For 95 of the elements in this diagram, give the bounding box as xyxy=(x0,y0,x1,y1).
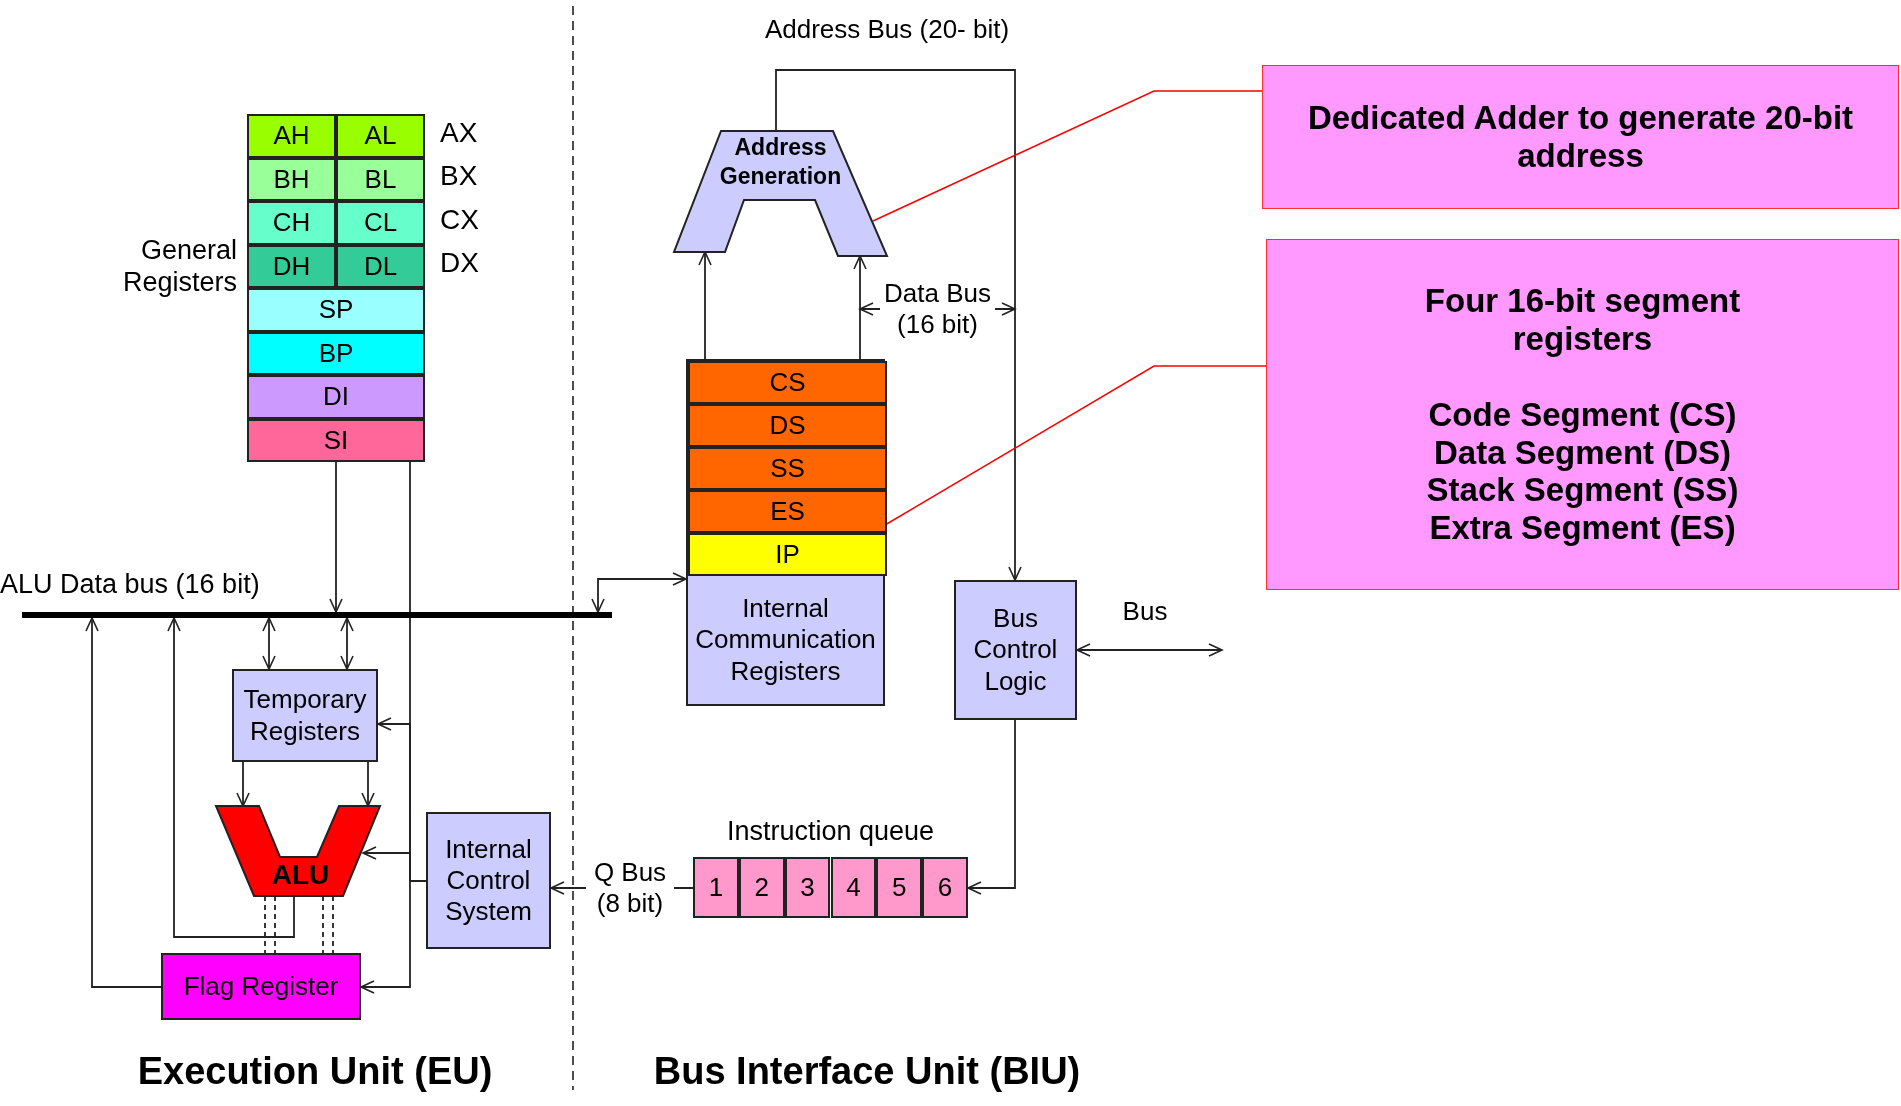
process-box xyxy=(686,574,885,706)
register-cell xyxy=(336,157,425,201)
box-label: DS xyxy=(769,409,806,442)
arrow xyxy=(236,761,250,807)
box-label: DL xyxy=(363,250,398,282)
register-cell xyxy=(688,404,887,447)
callout-text: Extra Segment (ES) xyxy=(1429,509,1736,548)
register-cell xyxy=(247,244,336,288)
arrow xyxy=(967,719,1016,895)
callout-text: Stack Segment (SS) xyxy=(1426,471,1739,510)
box-label: Address Generation xyxy=(718,133,843,191)
section-label: General Registers xyxy=(121,234,237,299)
address-generation-shape xyxy=(674,131,887,256)
process-box xyxy=(232,669,378,762)
box-label: 5 xyxy=(892,871,907,904)
box-label: 2 xyxy=(754,871,769,904)
dashed-line-pair xyxy=(264,895,276,954)
queue-cell xyxy=(876,857,923,918)
callout-text: Code Segment (CS) xyxy=(1428,395,1737,434)
arrow xyxy=(361,761,375,807)
section-label: Instruction queue xyxy=(725,815,936,848)
arrow xyxy=(853,255,867,360)
box-label: Temporary Registers xyxy=(242,684,368,747)
box-label: Internal Control System xyxy=(444,833,533,928)
box-label: Internal Communication Registers xyxy=(694,593,877,687)
register-cell xyxy=(247,375,425,419)
arrow xyxy=(698,251,712,360)
box-label: CS xyxy=(769,366,806,399)
arrow xyxy=(85,617,162,988)
arrow xyxy=(1076,643,1223,657)
box-label: BP xyxy=(318,337,354,369)
queue-cell xyxy=(784,857,831,918)
arrow xyxy=(360,880,427,994)
register-cell xyxy=(336,244,425,288)
queue-cell xyxy=(738,857,785,918)
arrow xyxy=(262,617,276,670)
segment-register-stack xyxy=(686,359,885,574)
register-cell xyxy=(247,114,336,158)
box-label: SS xyxy=(770,452,805,485)
box-label: SP xyxy=(318,294,354,326)
register-cell xyxy=(688,447,887,490)
box-label: IP xyxy=(775,538,800,571)
register-cell xyxy=(247,201,336,245)
alu-shape xyxy=(216,806,380,896)
register-pair-label: DX xyxy=(440,247,479,279)
box-label: CL xyxy=(363,207,398,239)
register-cell xyxy=(688,490,887,533)
box-label: Flag Register xyxy=(183,970,339,1003)
leader-line xyxy=(872,90,1263,222)
arrow xyxy=(167,617,295,938)
queue-cell xyxy=(693,857,739,918)
box-label: CH xyxy=(272,207,311,239)
arrow xyxy=(340,617,354,670)
box-label: AL xyxy=(364,120,397,152)
register-cell xyxy=(336,114,425,158)
callout-box xyxy=(1266,239,1899,590)
box-label: 4 xyxy=(846,871,861,904)
callout-text: Four 16-bit segment registers xyxy=(1423,281,1742,358)
box-label: BH xyxy=(273,163,310,195)
process-box xyxy=(426,812,551,949)
process-box xyxy=(161,953,361,1020)
box-label: BL xyxy=(364,163,397,195)
arrow xyxy=(591,572,687,613)
register-cell xyxy=(247,418,425,462)
box-label: ES xyxy=(770,495,805,528)
box-label: 6 xyxy=(937,871,953,904)
callout-box xyxy=(1262,65,1899,209)
box-label: DH xyxy=(272,250,311,282)
box-label: AH xyxy=(273,120,310,152)
process-box xyxy=(954,580,1077,720)
register-cell xyxy=(336,201,425,245)
arrow xyxy=(775,69,1022,581)
register-cell xyxy=(688,533,887,576)
box-label: SI xyxy=(323,424,349,456)
section-title: Execution Unit (EU) xyxy=(136,1050,494,1093)
callout-text: Data Segment (DS) xyxy=(1433,433,1732,472)
box-label: 3 xyxy=(800,871,815,904)
register-pair-label: CX xyxy=(440,204,479,236)
register-cell xyxy=(688,361,887,404)
section-title: Bus Interface Unit (BIU) xyxy=(652,1050,1082,1093)
box-label: ALU xyxy=(270,858,331,892)
dashed-line-pair xyxy=(322,895,334,954)
queue-cell xyxy=(830,857,877,918)
box-label: DI xyxy=(323,381,349,413)
callout-text: Dedicated Adder to generate 20-bit address xyxy=(1306,99,1855,175)
box-label: Bus Control Logic xyxy=(972,603,1059,697)
register-pair-label: BX xyxy=(440,160,478,192)
register-cell xyxy=(247,331,425,375)
register-pair-label: AX xyxy=(440,117,478,149)
register-cell xyxy=(247,157,336,201)
queue-cell xyxy=(922,857,968,918)
box-label: 1 xyxy=(708,871,724,904)
register-cell xyxy=(247,288,425,332)
section-label: ALU Data bus (16 bit) xyxy=(0,568,261,601)
arrow xyxy=(329,461,343,613)
